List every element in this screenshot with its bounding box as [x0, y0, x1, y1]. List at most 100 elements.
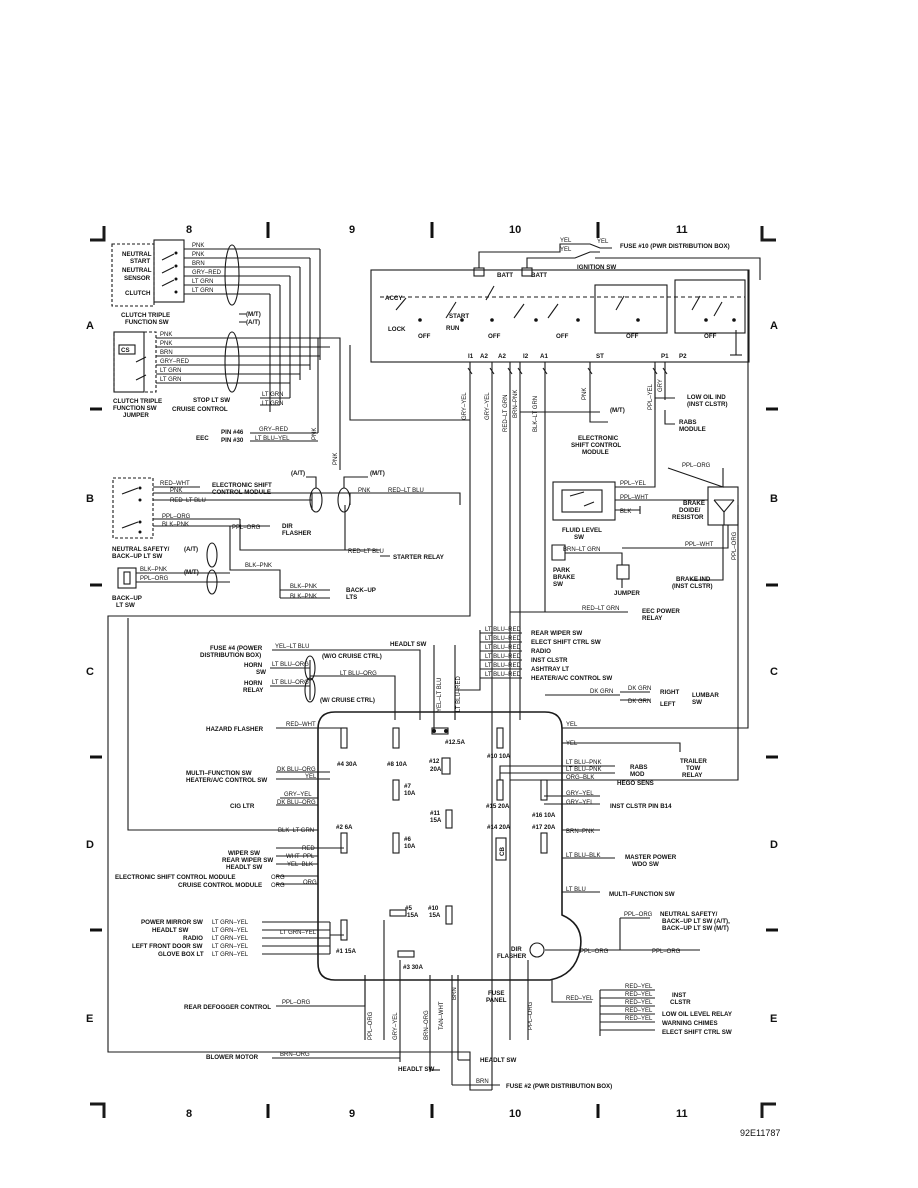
col-label-top: 10: [509, 224, 521, 236]
wire-label: LT GRN: [160, 368, 181, 374]
note-label: (W/O CRUISE CTRL): [322, 653, 382, 660]
wire-label: BRN–LT GRN: [563, 547, 600, 553]
fuse-6: [392, 832, 400, 854]
wire-label: LT BLU–RED: [485, 627, 521, 633]
col-label-bottom: 10: [509, 1108, 521, 1120]
terminal-label: A2: [498, 353, 506, 360]
load-label: LOW OIL LEVEL RELAY: [662, 1011, 733, 1018]
wire-label: PPL–ORG: [528, 1001, 534, 1030]
wire-label: LT GRN–YEL: [212, 952, 249, 958]
nsw-label: NEUTRAL SAFETY/: [112, 546, 170, 553]
batt-label: BATT: [531, 272, 547, 279]
wire-label: GRY–RED: [192, 270, 222, 276]
wire-label: BRN: [476, 1079, 489, 1085]
fuse-label: #2 6A: [336, 824, 353, 831]
fuse2-label: FUSE #2 (PWR DISTRIBUTION BOX): [506, 1083, 612, 1090]
wire-label: RED–LT BLU: [388, 488, 424, 494]
wire-label: RED–YEL: [566, 996, 594, 1002]
mpw-label: WDO SW: [632, 861, 659, 868]
wire-label: LT BLU–PNK: [566, 760, 601, 766]
fuse-label: #16 10A: [532, 812, 556, 819]
wire-label: PPL–ORG: [652, 949, 681, 955]
wire-label: PPL–WHT: [685, 542, 714, 548]
escm-label: CONTROL MODULE: [212, 489, 271, 496]
wire-label: YEL: [597, 239, 609, 245]
wire-label: PPL–ORG: [232, 525, 261, 531]
jumper-label: FUNCTION SW: [113, 405, 157, 412]
at-note: (A/T): [246, 319, 260, 326]
wire-label: LT BLU–RED: [485, 663, 521, 669]
wire-label: PNK: [192, 243, 204, 249]
wire-label: WHT–PPL: [286, 854, 315, 860]
brake-ind-label: (INST CLSTR): [672, 583, 713, 590]
wire-label: GRY–YEL: [393, 1012, 399, 1040]
wire-label: RED–LT BLU: [170, 498, 206, 504]
wire-label: LT BLU: [566, 887, 586, 893]
load-label: RADIO: [183, 935, 203, 942]
wire-label: RED–YEL: [625, 984, 653, 990]
load-label: MULTI–FUNCTION SW: [186, 770, 252, 777]
wire-label: PNK: [170, 488, 182, 494]
wire-label: ORG: [271, 875, 285, 881]
fuse-label: #10 10A: [487, 753, 511, 760]
wire-label: PNK: [160, 332, 172, 338]
wire-label: YEL: [566, 722, 578, 728]
wire-label: LT BLU–ORG: [272, 662, 309, 668]
jumper-label: CLUTCH TRIPLE: [113, 398, 162, 405]
tfs-label: CLUTCH TRIPLE: [121, 312, 170, 319]
e-row-right: RED–YEL RED–YEL RED–YEL RED–YEL RED–YEL …: [551, 980, 733, 1036]
brake-diode-label: DOIDE/: [679, 507, 701, 514]
load-label: HEATER/A/C CONTROL SW: [186, 777, 267, 784]
wire-label: BLK: [620, 509, 631, 515]
wire-label: BLK–PNK: [140, 567, 167, 573]
fuse-label: #3 30A: [403, 964, 423, 971]
load-label: HAZARD FLASHER: [206, 726, 264, 733]
off-label: OFF: [626, 333, 639, 340]
wire-label: BRN–ORG: [280, 1052, 310, 1058]
at-note: (A/T): [291, 470, 305, 477]
wire-label: ORG: [303, 880, 317, 886]
fuse-7: [392, 779, 400, 801]
escm-label: MODULE: [582, 449, 609, 456]
wire-label: RED–LT GRN: [582, 606, 619, 612]
wire-label: LT GRN–YEL: [212, 944, 249, 950]
wire-label: DK BLU–ORG: [277, 800, 316, 806]
wire-label: BRN: [160, 350, 173, 356]
backup-label: LT SW: [116, 602, 135, 609]
start-label: START: [449, 313, 469, 320]
wire-label: RED–WHT: [286, 722, 316, 728]
wire-label: GRY–YEL: [566, 791, 594, 797]
clutch-jumper: CS CLUTCH TRIPLE FUNCTION SW JUMPER PNK …: [113, 249, 341, 419]
wire-label: PPL–YEL: [648, 383, 654, 410]
nsw-label: NEUTRAL SAFETY/: [660, 911, 718, 918]
wire-label: LT BLU–YEL: [255, 436, 290, 442]
terminal-label: P2: [679, 353, 687, 360]
fuse-1: [340, 919, 348, 941]
wire-label: BLK–PNK: [290, 584, 317, 590]
wire-label: RED–LT BLU: [348, 549, 384, 555]
load-label: HEADLT SW: [226, 864, 262, 871]
terminal-label: ST: [596, 353, 604, 360]
load-label: REAR WIPER SW: [531, 630, 582, 637]
wire-label: LT BLU–RED: [485, 645, 521, 651]
wire-label: LT BLU–PNK: [566, 767, 601, 773]
wire-label: RED–YEL: [625, 1016, 653, 1022]
load-label: REAR WIPER SW: [222, 857, 273, 864]
row-label-left: B: [86, 493, 94, 505]
circuit-breaker: [495, 837, 507, 861]
fuse-label: #8 10A: [387, 761, 407, 768]
fuse-label: 15A: [429, 912, 441, 919]
mt-note: (M/T): [246, 311, 261, 318]
wire-label: PPL–ORG: [580, 949, 609, 955]
cruise-label: CRUISE CONTROL: [172, 406, 228, 413]
trailer-label: RELAY: [682, 772, 703, 779]
wire-label: ORG: [271, 883, 285, 889]
fuse-label: #17 20A: [532, 824, 556, 831]
headlt-sw-label: HEADLT SW: [398, 1066, 434, 1073]
backup-lt-sw: BACK–UP LT SW BLK–PNK PPL–ORG BLK–PNK BL…: [112, 567, 376, 609]
wire-label: YEL–BLK: [287, 862, 313, 868]
wire-label: LT GRN: [262, 392, 283, 398]
wire-label: PPL–ORG: [140, 576, 169, 582]
load-label: CIG LTR: [230, 803, 255, 810]
row-label-right: C: [770, 666, 778, 678]
